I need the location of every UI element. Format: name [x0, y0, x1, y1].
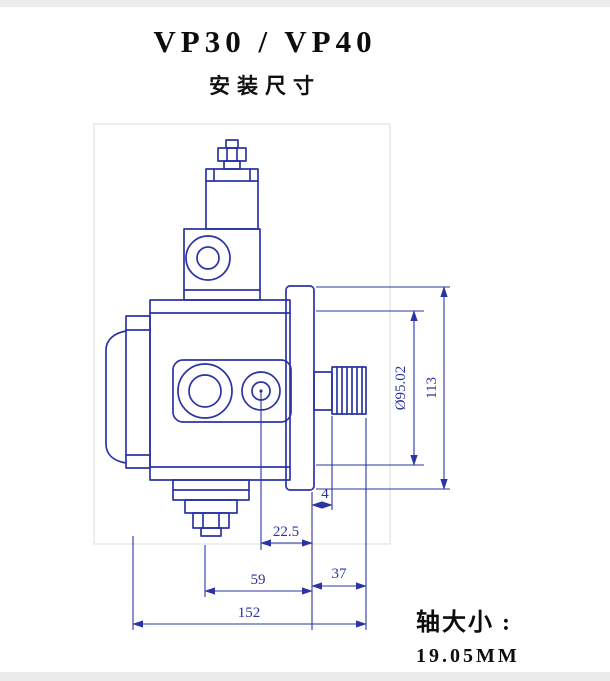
spline-section: [331, 366, 367, 415]
dim-label-shaft-step: 4: [321, 486, 329, 502]
dim-overall-height: 113: [316, 286, 450, 490]
page-subtitle: 安装尺寸: [209, 74, 321, 98]
left-port-circle: [177, 363, 233, 419]
dim-flange-pilot-diameter: Ø95.02: [316, 310, 424, 466]
shaft-size-label: 轴大小 :: [416, 610, 512, 636]
dim-port-offset: 22.5: [260, 391, 313, 630]
dim-label-axis-to-flange: 59: [251, 572, 266, 588]
bottom-adjustment-screw: [172, 479, 250, 537]
top-edge-bar: [0, 0, 610, 7]
shaft-size-value: 19.05MM: [416, 645, 520, 667]
page-title: VP30 / VP40: [153, 24, 377, 59]
main-body: [149, 299, 292, 481]
upper-port-block: [183, 228, 261, 301]
dim-shaft-step: 4: [311, 416, 333, 510]
dim-axis-to-flange: 59: [204, 545, 313, 597]
dim-label-flange-pilot-diameter: Ø95.02: [393, 366, 409, 411]
dim-overall-length: 152: [132, 536, 367, 630]
dim-label-overall-length: 152: [238, 605, 261, 621]
dim-shaft-length: 37: [311, 418, 367, 630]
top-adjustment-screw: [205, 139, 259, 230]
dimensions: Ø95.02 113 4 22.5: [132, 286, 450, 630]
header: VP30 / VP40 安装尺寸: [0, 0, 530, 100]
dim-label-shaft-length: 37: [332, 566, 348, 582]
upper-port-circle: [185, 235, 231, 281]
dim-label-overall-height: 113: [424, 377, 440, 399]
drawing-frame: [93, 123, 391, 545]
dim-label-port-offset: 22.5: [273, 524, 299, 540]
bottom-edge-bar: [0, 672, 610, 681]
shaft-size-note: 轴大小 : 19.05MM: [416, 602, 520, 668]
drive-shaft: [313, 366, 367, 415]
left-bracket: [105, 315, 151, 469]
pump-outline: [105, 139, 367, 537]
